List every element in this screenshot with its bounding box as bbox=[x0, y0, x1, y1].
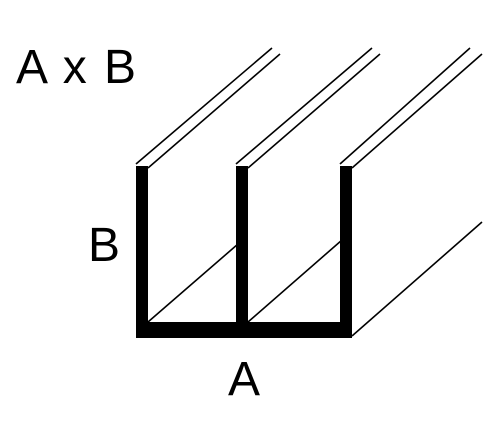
channel-front-profile bbox=[136, 166, 352, 338]
dimension-title: A x B bbox=[16, 41, 139, 94]
middle-wall-right-depth-line bbox=[247, 53, 381, 169]
left-channel-floor-depth-line bbox=[147, 243, 239, 323]
width-dimension-label: A bbox=[228, 353, 261, 406]
right-wall-outer-depth-line bbox=[351, 53, 483, 169]
right-channel-floor-depth-line bbox=[247, 239, 343, 323]
right-wall-inner-depth-line bbox=[339, 47, 471, 165]
left-wall-outer-depth-line bbox=[135, 47, 273, 165]
left-wall-inner-depth-line bbox=[147, 53, 281, 169]
depth-lines bbox=[135, 47, 483, 337]
height-dimension-label: B bbox=[88, 219, 121, 272]
bottom-outer-depth-line bbox=[351, 221, 483, 337]
middle-wall-left-depth-line bbox=[235, 47, 373, 165]
